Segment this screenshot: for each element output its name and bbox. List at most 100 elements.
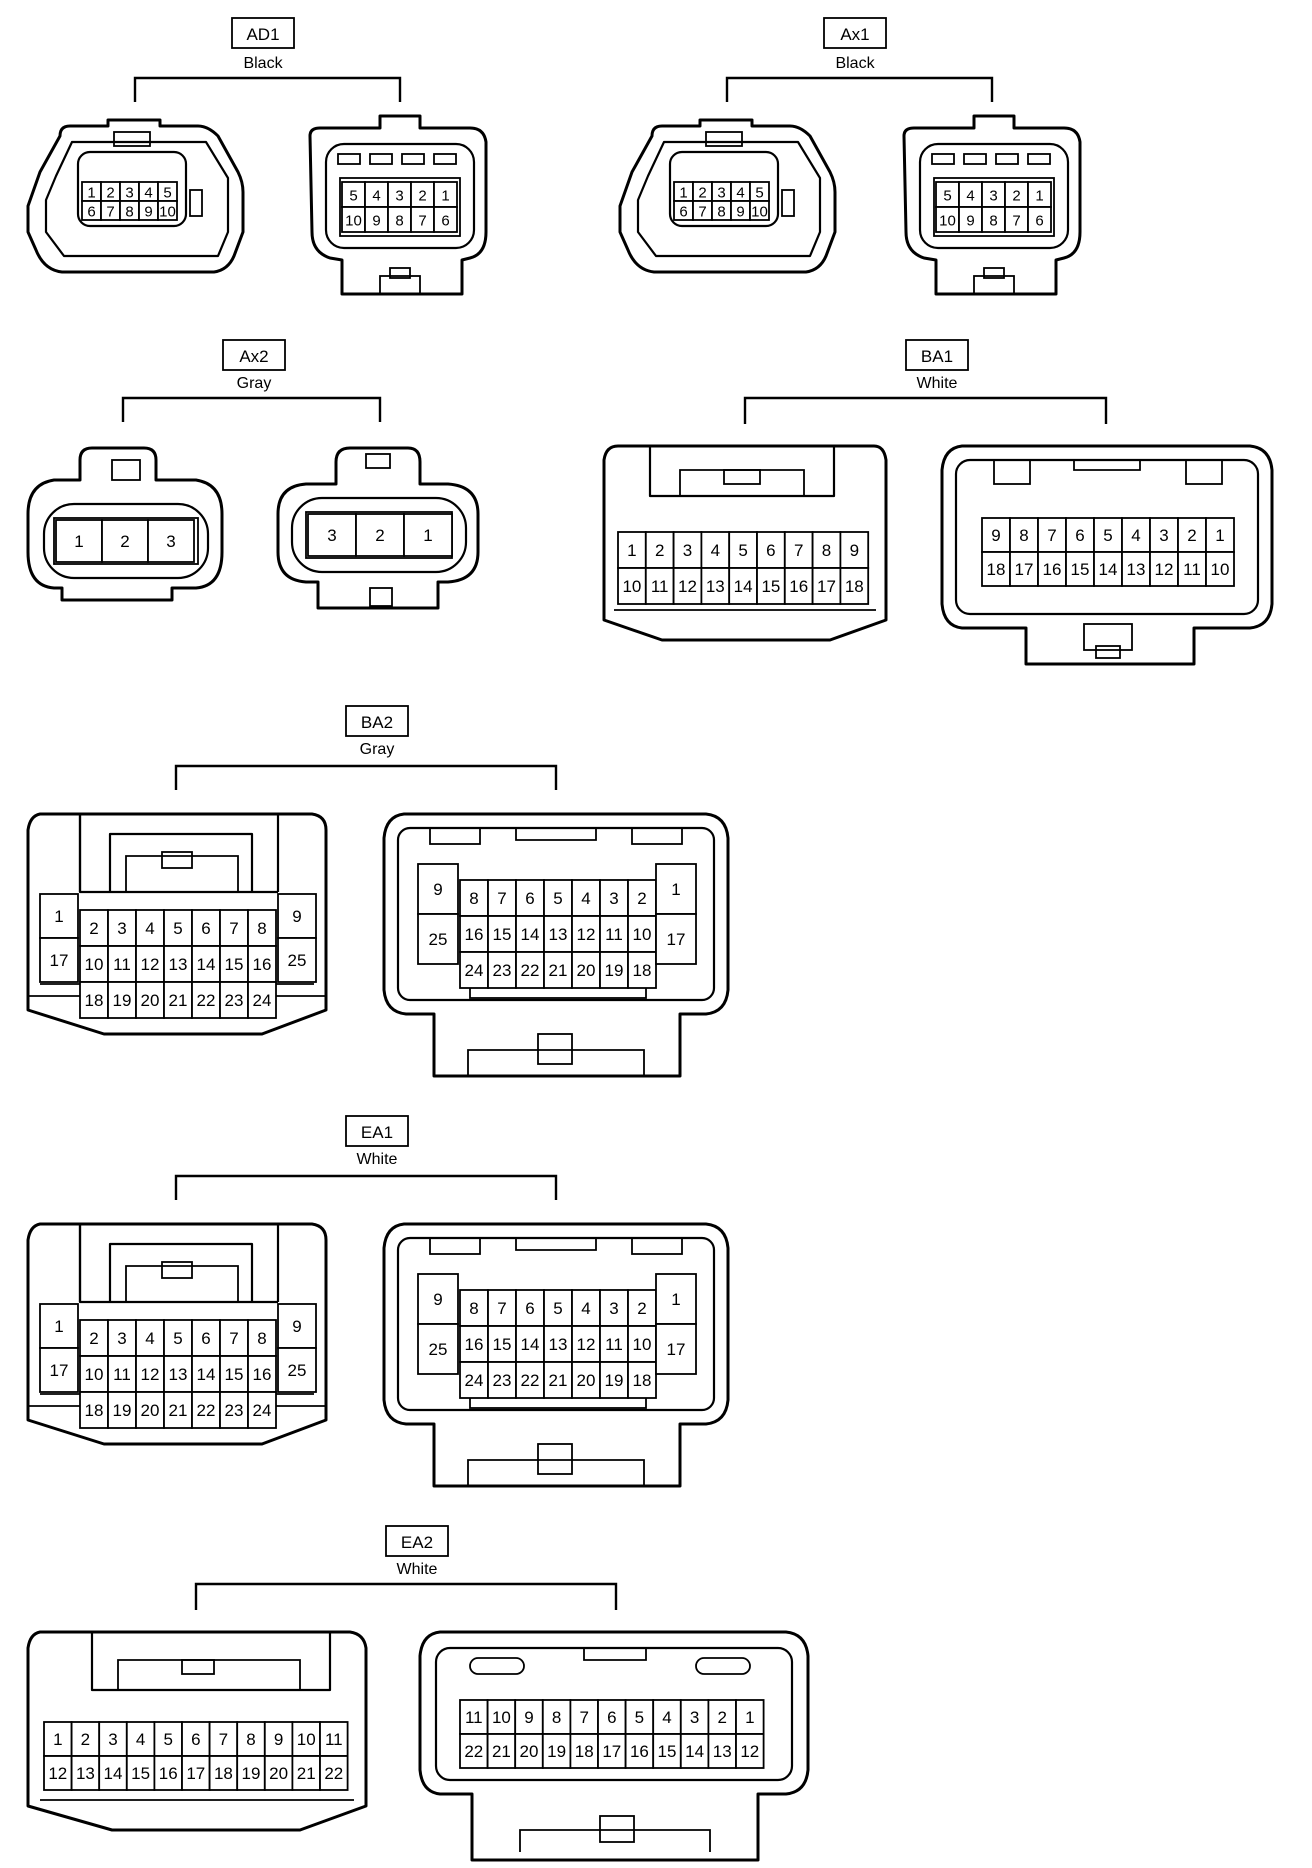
pin-cell: 13 — [543, 915, 573, 953]
pin-number: 5 — [553, 1299, 562, 1318]
pin-cell: 12 — [672, 567, 703, 605]
pin-cell-box — [981, 551, 1011, 587]
pin-number: 13 — [169, 955, 188, 974]
pin-number: 8 — [469, 1299, 478, 1318]
pin-number: 4 — [145, 919, 154, 938]
connector-id: BA2 — [361, 713, 393, 732]
pin-number: 17 — [50, 951, 69, 970]
pin-number: 1 — [441, 188, 449, 205]
pin-cell-box — [247, 1391, 277, 1429]
pin-cell-box — [783, 531, 814, 569]
pin-cell: 3 — [387, 181, 412, 208]
pin-cell-box — [39, 1347, 79, 1393]
pin-number: 6 — [441, 213, 449, 230]
pin-cell: 10 — [341, 206, 366, 233]
pin-number: 19 — [605, 1371, 624, 1390]
pin-number: 7 — [1012, 213, 1020, 230]
pin-number: 25 — [288, 951, 307, 970]
pin-number: 1 — [671, 1290, 680, 1309]
pin-number: 1 — [671, 880, 680, 899]
pin-cell-box — [728, 567, 758, 605]
pin-cell-box — [1177, 517, 1207, 553]
pin-cell: 2 — [70, 1721, 101, 1757]
pin-cell: 5 — [543, 1289, 573, 1327]
pin-cell-box — [597, 1733, 627, 1769]
pin-cell: 6 — [191, 1319, 221, 1357]
pin-cell: 3 — [147, 519, 195, 563]
pin-number: 10 — [297, 1730, 316, 1749]
pin-number: 21 — [297, 1764, 316, 1783]
pin-cell-box — [1149, 517, 1179, 553]
pin-number: 5 — [1103, 526, 1112, 545]
pin-cell: 7 — [487, 879, 517, 917]
pin-number: 2 — [375, 526, 384, 545]
pin-number: 9 — [850, 541, 859, 560]
pin-number: 25 — [288, 1361, 307, 1380]
pin-cell: 5 — [935, 181, 960, 208]
pin-number: 10 — [939, 213, 956, 230]
pin-cell: 4 — [700, 531, 731, 569]
pin-cell-box — [263, 1721, 294, 1757]
connector-id-box — [345, 705, 409, 737]
pin-cell: 8 — [387, 206, 412, 233]
pin-cell: 4 — [135, 1319, 165, 1357]
connector-color: Black — [835, 55, 875, 72]
pin-number: 24 — [253, 1401, 272, 1420]
pin-cell: 11 — [599, 915, 629, 953]
pin-number: 5 — [553, 889, 562, 908]
pin-number: 2 — [106, 185, 114, 202]
pin-number: 18 — [575, 1742, 594, 1761]
pin-cell-box — [839, 567, 870, 605]
pin-cell: 7 — [219, 909, 249, 947]
pin-cell-box — [219, 945, 249, 983]
pin-number: 2 — [81, 1730, 90, 1749]
pin-number: 4 — [581, 1299, 590, 1318]
pin-number: 10 — [633, 925, 652, 944]
pin-number: 8 — [125, 204, 133, 221]
pin-cell: 16 — [1037, 551, 1067, 587]
pin-cell: 13 — [163, 1355, 193, 1393]
pin-cell: 10 — [486, 1699, 517, 1735]
pin-cell: 15 — [487, 915, 517, 953]
pin-number: 17 — [50, 1361, 69, 1380]
pin-number: 21 — [169, 991, 188, 1010]
pin-number: 7 — [229, 919, 238, 938]
pin-cell: 8 — [811, 531, 842, 569]
pin-cell: 3 — [672, 531, 703, 569]
pin-cell-box — [571, 915, 601, 953]
pin-number: 16 — [253, 955, 272, 974]
pin-cell-box — [624, 1733, 655, 1769]
pin-number: 19 — [547, 1742, 566, 1761]
pin-cell: 1 — [55, 519, 103, 563]
pin-cell: 5 — [153, 1721, 183, 1757]
pin-cell: 1 — [655, 1273, 697, 1325]
pin-cell-box — [599, 951, 629, 989]
pin-number: 9 — [292, 1317, 301, 1336]
pin-number: 8 — [257, 1329, 266, 1348]
pin-cell: 6 — [1027, 206, 1052, 233]
pin-number: 17 — [186, 1764, 205, 1783]
pin-number: 5 — [755, 185, 763, 202]
pin-cell: 5 — [163, 909, 193, 947]
pin-number: 22 — [521, 961, 540, 980]
pin-number: 1 — [745, 1708, 754, 1727]
pin-cell: 10 — [627, 915, 657, 953]
pin-cell: 10 — [617, 567, 647, 605]
pin-number: 3 — [166, 532, 175, 551]
pin-number: 2 — [89, 919, 98, 938]
pin-cell: 18 — [569, 1733, 599, 1769]
pin-cell-box — [291, 1755, 321, 1791]
pin-cell: 9 — [277, 1303, 317, 1349]
pin-cell: 1 — [735, 1699, 765, 1735]
pin-cell-box — [541, 1733, 572, 1769]
pin-number: 10 — [751, 204, 768, 221]
pin-cell-box — [569, 1733, 599, 1769]
pin-number: 11 — [113, 955, 131, 974]
